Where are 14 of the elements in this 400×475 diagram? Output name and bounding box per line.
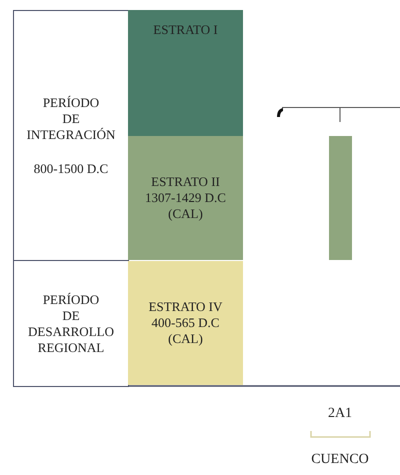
stratum-label: ESTRATO I <box>152 22 219 38</box>
period-label: PERÍODO DE INTEGRACIÓN <box>26 94 116 142</box>
period-box <box>13 260 129 387</box>
stratum-box <box>128 136 243 260</box>
sample-code: 2A1 <box>326 406 354 422</box>
range-bar <box>329 136 352 260</box>
vessel-type-label: CUENCO <box>310 452 370 468</box>
stratum-box <box>128 261 243 385</box>
stratum-label: ESTRATO II 1307-1429 D.C (CAL) <box>144 174 227 222</box>
period-label: PERÍODO DE DESARROLLO REGIONAL <box>27 292 115 356</box>
stratum-label: ESTRATO IV 400-565 D.C (CAL) <box>148 299 224 347</box>
stratum-box <box>128 10 243 136</box>
period-box <box>13 10 129 261</box>
date-range: 800-1500 D.C <box>34 160 108 176</box>
